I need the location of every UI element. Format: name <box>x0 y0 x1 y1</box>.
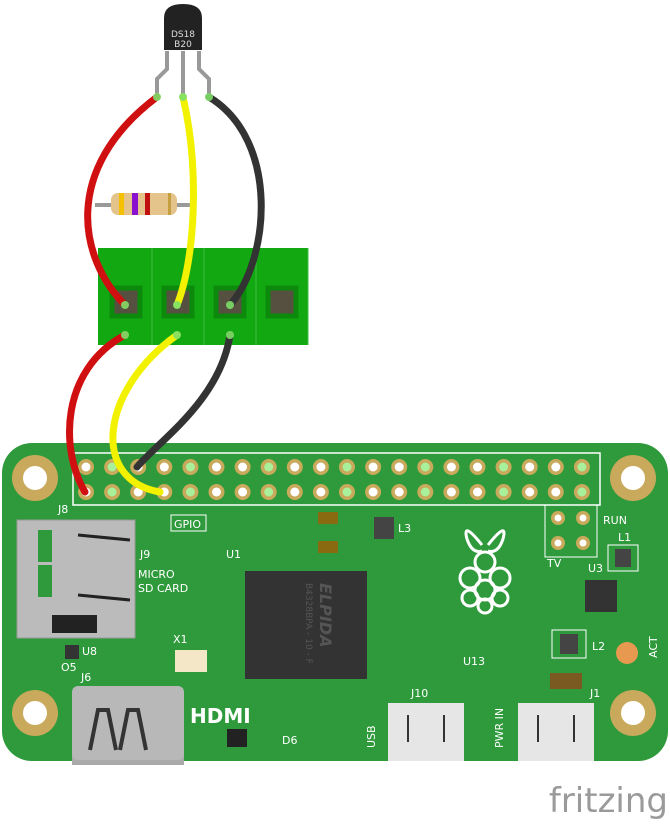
gpio-pin-hole <box>473 462 482 472</box>
gpio-pin-hole <box>420 487 430 497</box>
gpio-pin-hole <box>577 462 587 472</box>
label-sd-card: SD CARD <box>138 582 188 595</box>
label-u1: U1 <box>226 548 241 561</box>
gpio-pin-hole <box>342 462 352 472</box>
label-gpio: GPIO <box>174 518 201 531</box>
label-act: ACT <box>647 636 660 658</box>
gpio-pin-hole <box>368 462 378 472</box>
yellow-wire-sensor[interactable] <box>173 93 197 309</box>
raspberry-logo <box>458 529 512 615</box>
power-port[interactable] <box>518 703 594 761</box>
gpio-pin-hole <box>212 487 221 497</box>
gpio-pin-hole <box>290 462 300 472</box>
label-o5: O5 <box>61 661 77 674</box>
label-j6: J6 <box>80 671 91 684</box>
gpio-pin-hole <box>342 487 352 497</box>
gpio-pin-hole <box>290 487 300 497</box>
screw-terminal-block <box>98 248 309 345</box>
gpio-pin-hole <box>212 462 221 472</box>
gpio-pin-hole <box>107 462 117 472</box>
gpio-pin-hole <box>264 487 274 497</box>
ds18b20-sensor: DS18 B20 <box>155 4 211 97</box>
label-d6: D6 <box>282 734 297 747</box>
label-tv: TV <box>546 557 562 570</box>
gpio-header-outline <box>72 452 601 506</box>
gpio-header-pins <box>78 459 590 500</box>
sensor-label-2: B20 <box>174 40 192 50</box>
gpio-pin-hole <box>394 462 404 472</box>
label-u13: U13 <box>463 655 485 668</box>
gpio-pin-hole <box>499 487 509 497</box>
label-l2: L2 <box>592 640 605 653</box>
gpio-pin-hole <box>446 487 456 497</box>
gpio-pin-hole <box>133 487 143 497</box>
label-j9: J9 <box>139 548 150 561</box>
run-tv-pads <box>544 504 598 558</box>
gpio-pin-hole <box>185 462 195 472</box>
gpio-pin-hole <box>473 487 482 497</box>
gpio-pin-hole <box>551 487 561 497</box>
label-u3: U3 <box>588 562 603 575</box>
label-x1: X1 <box>173 633 188 646</box>
label-j1: J1 <box>589 687 600 700</box>
gpio-pin-hole <box>185 487 195 497</box>
mounting-holes <box>12 455 656 736</box>
gpio-pin-hole <box>238 462 248 472</box>
gpio-pin-hole <box>551 462 561 472</box>
label-j10: J10 <box>410 687 428 700</box>
chip-part: B4328BPA - 10 - F <box>303 583 313 664</box>
wire-ends <box>121 93 234 339</box>
terminal-screw <box>265 285 299 319</box>
yellow-wire-pi[interactable] <box>109 331 181 496</box>
micro-sd-slot[interactable] <box>16 519 136 639</box>
gpio-pin-hole <box>107 487 117 497</box>
gpio-pin-hole <box>525 487 535 497</box>
black-wire-pi[interactable] <box>133 331 234 471</box>
gpio-pin-hole <box>577 487 587 497</box>
gpio-pin-hole <box>446 462 456 472</box>
chip-brand: ELPIDA <box>316 583 335 647</box>
red-wire-pi[interactable] <box>66 331 129 496</box>
elpida-chip <box>245 571 367 679</box>
fritzing-logo: fritzing <box>549 781 668 821</box>
gpio-pin-hole <box>394 487 404 497</box>
label-u8: U8 <box>82 645 97 658</box>
gpio-pin-hole <box>499 462 509 472</box>
label-l1: L1 <box>618 531 631 544</box>
label-j8: J8 <box>57 503 68 516</box>
red-wire-sensor[interactable] <box>84 93 161 309</box>
black-wire-sensor[interactable] <box>205 93 265 309</box>
usb-port[interactable] <box>388 703 464 761</box>
gpio-pin-hole <box>316 462 326 472</box>
gpio-pin-hole <box>368 487 378 497</box>
act-led <box>616 642 638 664</box>
gpio-pin-hole <box>238 487 248 497</box>
label-l3: L3 <box>398 522 411 535</box>
gpio-pin-hole <box>525 462 535 472</box>
label-run: RUN <box>603 514 627 527</box>
gpio-pin-hole <box>81 462 91 472</box>
label-pwr-in: PWR IN <box>493 708 506 748</box>
mini-hdmi-port[interactable] <box>72 686 184 765</box>
gpio-pin-hole <box>159 462 169 472</box>
gpio-pin-hole <box>316 487 326 497</box>
pullup-resistor <box>95 193 192 215</box>
gpio-pin-hole <box>264 462 274 472</box>
gpio-label-box <box>170 514 207 532</box>
sensor-label-1: DS18 <box>171 30 195 40</box>
label-hdmi: HDMI <box>190 704 251 728</box>
label-usb: USB <box>365 725 378 748</box>
gpio-pin-hole <box>420 462 430 472</box>
label-micro: MICRO <box>138 568 175 581</box>
